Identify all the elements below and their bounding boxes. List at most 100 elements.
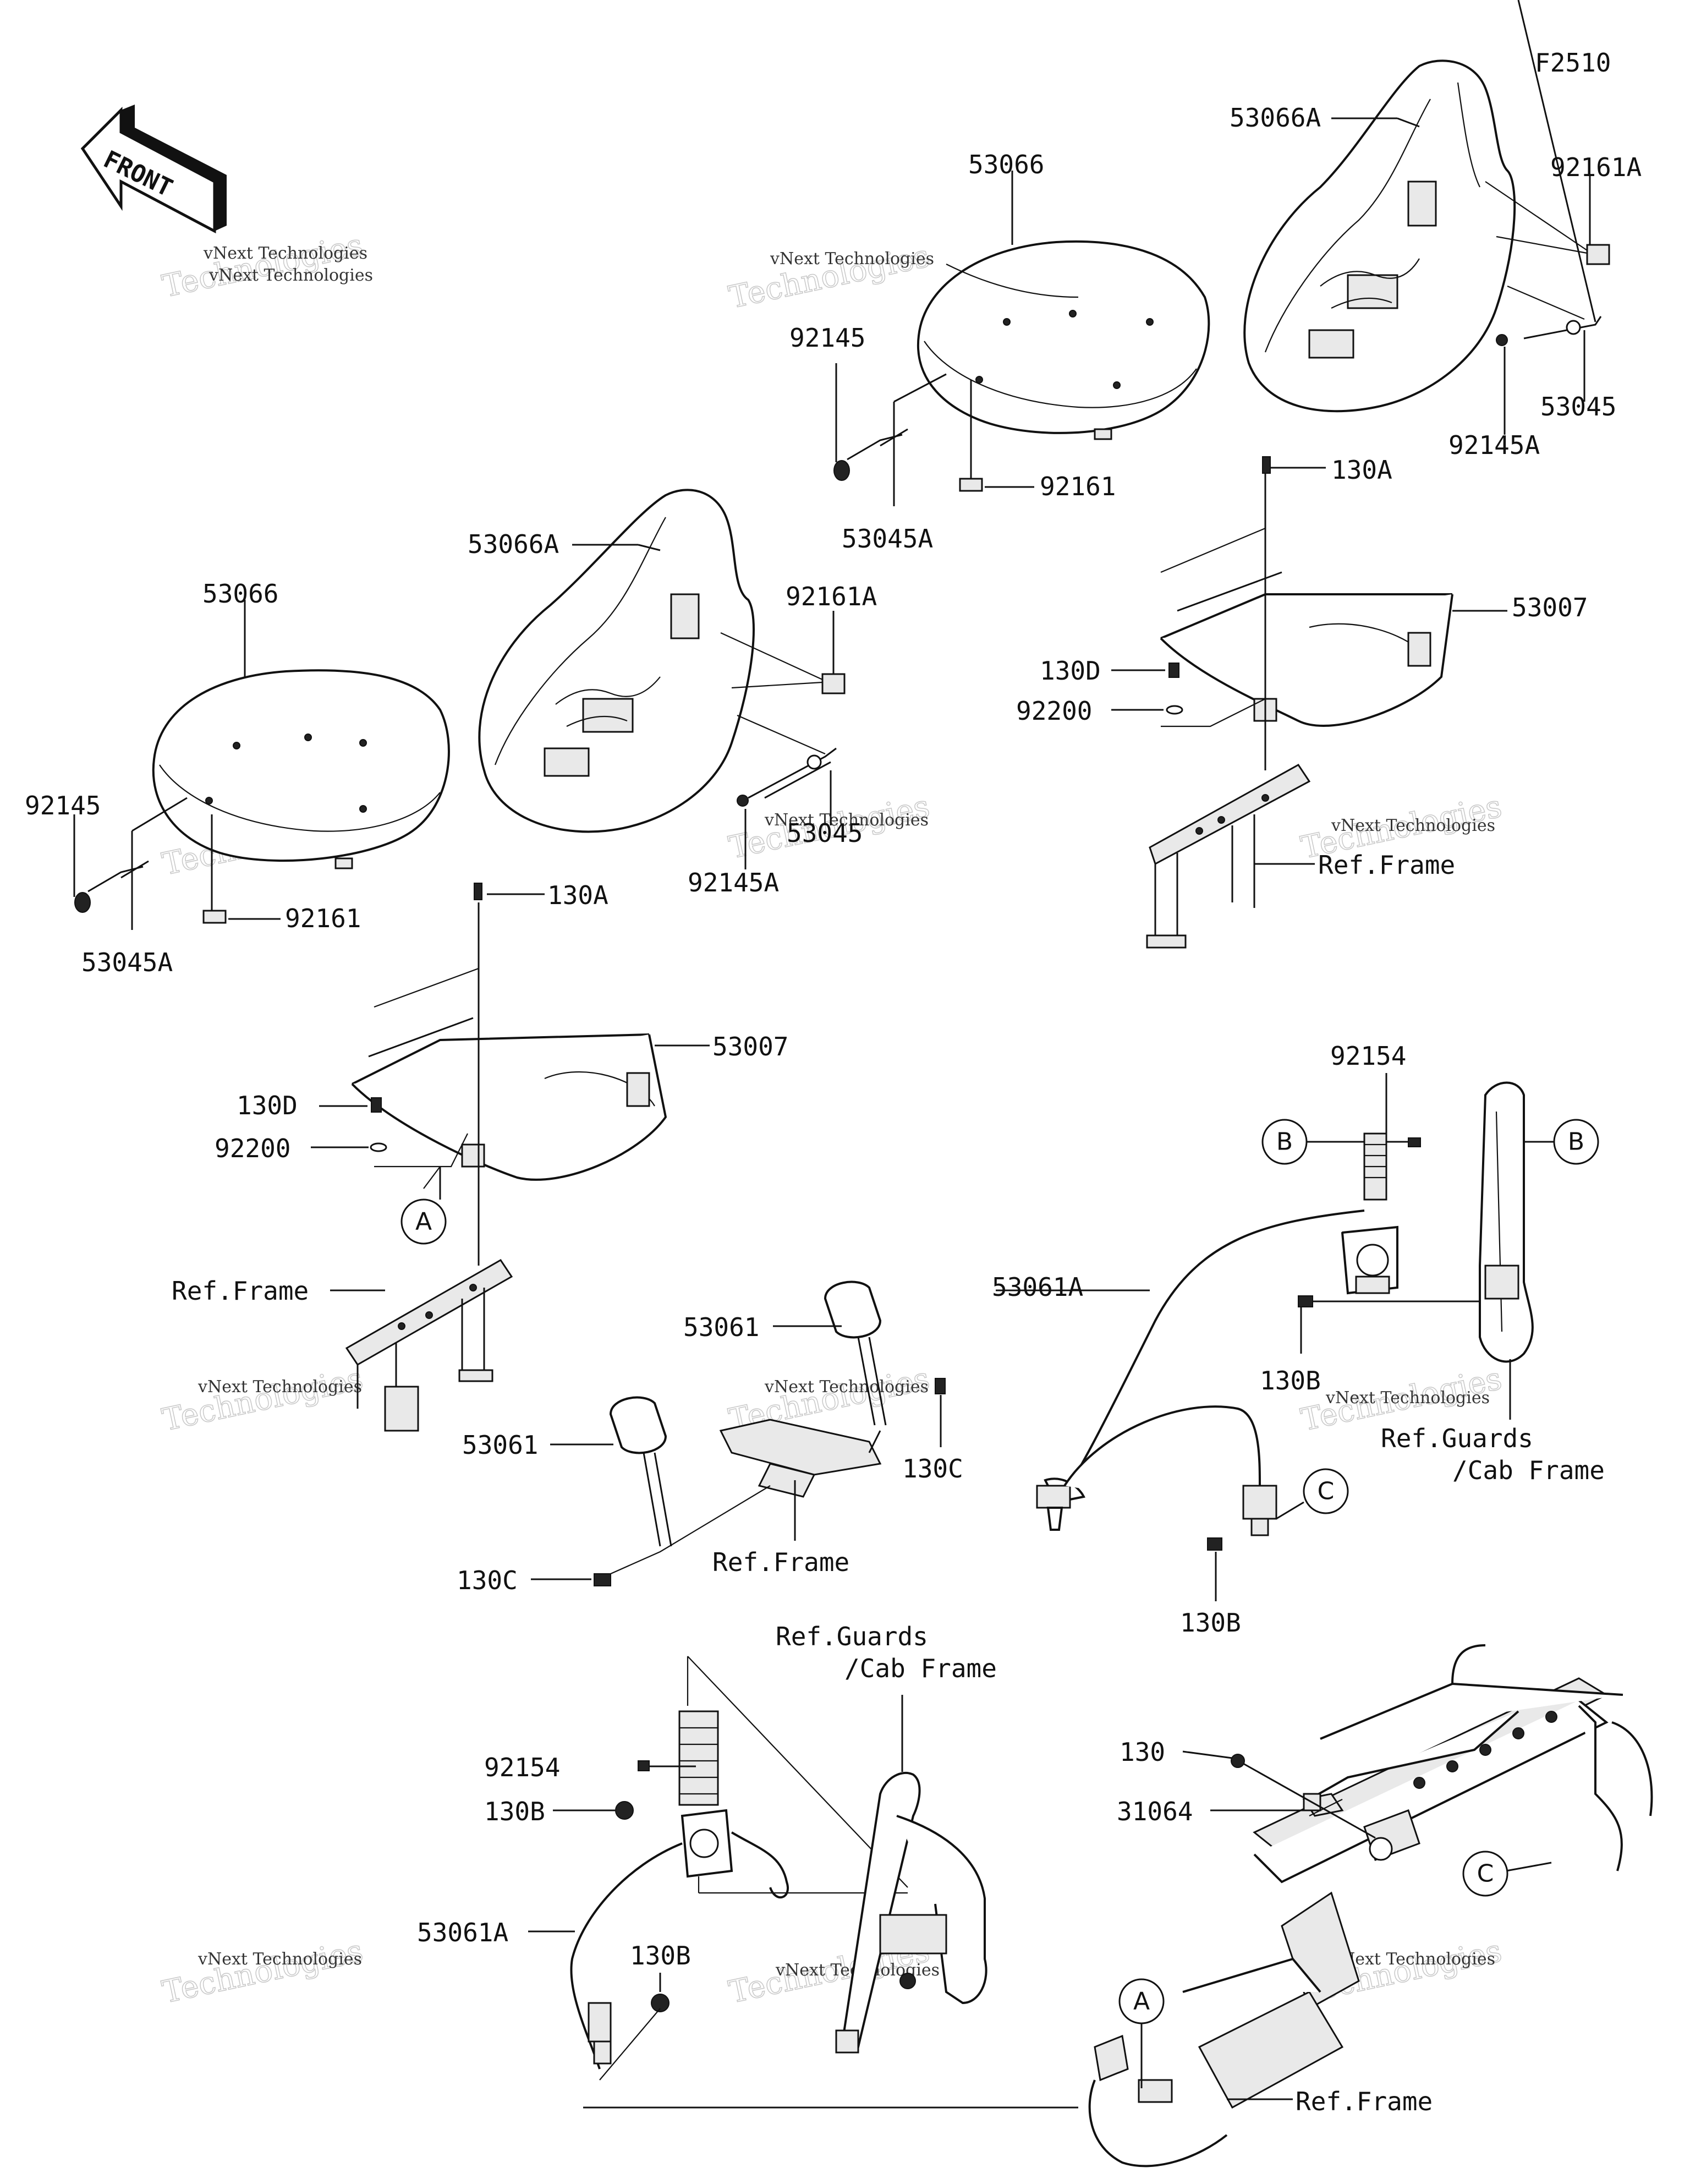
- label-53061-top: 53061: [683, 1312, 759, 1342]
- buckle-53061-left: [609, 1396, 672, 1547]
- label-130B-left-lower: 130B: [630, 1941, 691, 1970]
- latch-53045-left: [737, 747, 837, 807]
- seat-belt-retractor-right: [1341, 1132, 1398, 1295]
- cab-frame-pillar-center: [835, 1771, 987, 2054]
- label-92145-top: 92145: [789, 323, 865, 353]
- cab-frame-pillar-right: [1479, 1081, 1534, 1363]
- clip-92161-left: [202, 910, 227, 924]
- watermark-1: Technologies vNext Technologies vNext Te…: [159, 227, 373, 305]
- svg-text:vNext Technologies: vNext Technologies: [770, 249, 934, 269]
- bolt-130-bottom: [1231, 1754, 1245, 1768]
- label-92200-left: 92200: [215, 1134, 290, 1163]
- washer-92200-left: [370, 1142, 387, 1152]
- label-92161-top: 92161: [1040, 472, 1116, 501]
- clip-92161-top: [959, 478, 983, 492]
- bolt-130B-lower: [1207, 1537, 1222, 1551]
- ref-circle-C-bottom: [1462, 1851, 1508, 1897]
- bolt-130D-left: [371, 1097, 382, 1113]
- label-cab-frame-center: /Cab Frame: [844, 1654, 997, 1683]
- svg-text:vNext Technologies: vNext Technologies: [1331, 816, 1495, 835]
- svg-text:vNext Technologies: vNext Technologies: [208, 266, 373, 285]
- svg-text:Technologies: Technologies: [159, 1361, 366, 1438]
- label-130A-left: 130A: [547, 880, 608, 910]
- label-130B-upper: 130B: [1260, 1366, 1321, 1395]
- label-53045A-left: 53045A: [81, 948, 173, 977]
- label-92145-left: 92145: [25, 791, 101, 820]
- ref-circle-B-right-text: B: [1568, 1128, 1584, 1156]
- seat-frame-top-right: [1160, 571, 1453, 727]
- label-130C-left: 130C: [457, 1566, 518, 1595]
- label-92200-top: 92200: [1016, 696, 1092, 726]
- label-ref-frame-left: Ref.Frame: [172, 1276, 309, 1306]
- ref-circle-C-top-text: C: [1318, 1477, 1335, 1506]
- label-53045-left: 53045: [787, 818, 863, 848]
- svg-text:vNext Technologies: vNext Technologies: [197, 1377, 362, 1397]
- svg-text:vNext Technologies: vNext Technologies: [197, 1950, 362, 1969]
- ref-circle-B-left-text: B: [1276, 1128, 1293, 1156]
- label-53061A-left: 53061A: [417, 1918, 508, 1947]
- label-53045-top: 53045: [1540, 392, 1616, 422]
- label-ref-frame-bottom: Ref.Frame: [1296, 2087, 1433, 2116]
- latch-53045A-left: [74, 860, 149, 913]
- ref-circle-C-bottom-text: C: [1477, 1860, 1494, 1888]
- label-ref-frame-center: Ref.Frame: [712, 1547, 849, 1577]
- clip-92161A-top: [1586, 244, 1610, 265]
- label-92145A-left: 92145A: [688, 868, 779, 897]
- chassis-frame-bottom-right: [1088, 1644, 1653, 2167]
- bolt-130B-left-lower: [651, 1994, 670, 2012]
- label-130D-top: 130D: [1040, 656, 1101, 686]
- front-arrow-icon: FRONT: [80, 105, 227, 234]
- bracket-31064: [1303, 1710, 1519, 1816]
- bolt-130B-upper: [1298, 1295, 1313, 1307]
- seat-belt-tongue-left: [588, 2002, 612, 2065]
- seat-back-left: [478, 489, 755, 833]
- label-ref-frame-top-right: Ref.Frame: [1318, 850, 1455, 880]
- watermark-2: Technologies vNext Technologies: [726, 238, 934, 316]
- ref-circle-C-top: [1303, 1468, 1349, 1514]
- svg-text:vNext Technologies: vNext Technologies: [1325, 1388, 1490, 1408]
- svg-text:vNext Technologies: vNext Technologies: [764, 1377, 929, 1397]
- svg-text:Technologies: Technologies: [159, 1933, 366, 2011]
- label-53007-left: 53007: [712, 1032, 788, 1061]
- seat-belt-retractor-left: [678, 1710, 733, 1878]
- label-92161A-top: 92161A: [1550, 152, 1642, 182]
- washer-92200-top: [1166, 705, 1183, 715]
- label-130B-lower: 130B: [1180, 1608, 1241, 1638]
- seat-belt-lap-left: [731, 1831, 789, 1899]
- seat-frame-left: [351, 1017, 667, 1181]
- latch-53045A-top: [833, 428, 908, 481]
- label-92145A-top: 92145A: [1448, 430, 1540, 460]
- clip-92161A-left: [821, 673, 846, 694]
- svg-text:vNext Technologies: vNext Technologies: [764, 811, 929, 830]
- label-92154-left: 92154: [484, 1753, 560, 1782]
- label-53066A-left: 53066A: [468, 529, 559, 559]
- svg-text:vNext Technologies: vNext Technologies: [1331, 1950, 1495, 1969]
- label-130C-right: 130C: [902, 1454, 963, 1484]
- ref-circle-A-bottom-text: A: [1133, 1988, 1150, 2016]
- ref-circle-A-left-text: A: [415, 1208, 432, 1236]
- label-53066A-top: 53066A: [1230, 103, 1321, 133]
- label-53045A-top: 53045A: [842, 524, 933, 554]
- label-cab-frame-right: /Cab Frame: [1452, 1455, 1605, 1485]
- ref-frame-top-right: [1146, 764, 1311, 949]
- bolt-130C-right: [935, 1378, 946, 1394]
- label-130D-left: 130D: [237, 1091, 298, 1120]
- seat-back-top-right: [1243, 59, 1516, 413]
- label-ref-guards-center: Ref.Guards: [776, 1622, 928, 1651]
- label-31064: 31064: [1117, 1797, 1193, 1826]
- label-130B-left-upper: 130B: [484, 1797, 545, 1826]
- ref-circle-B-right: [1553, 1119, 1599, 1165]
- latch-53045-top: [1496, 0, 1602, 346]
- ref-circle-A-left: [400, 1198, 447, 1245]
- bolt-92154-left: [638, 1760, 650, 1771]
- label-92161A-left: 92161A: [786, 582, 877, 611]
- label-ref-guards-right: Ref.Guards: [1381, 1424, 1533, 1453]
- buckle-53061-right: [824, 1280, 887, 1426]
- bolt-130C-left: [594, 1573, 611, 1586]
- label-53066-left: 53066: [202, 579, 278, 609]
- label-53007-top: 53007: [1512, 593, 1588, 622]
- bolt-130D-top: [1168, 663, 1179, 678]
- label-130A-top: 130A: [1331, 455, 1392, 485]
- label-92161-left: 92161: [285, 904, 361, 933]
